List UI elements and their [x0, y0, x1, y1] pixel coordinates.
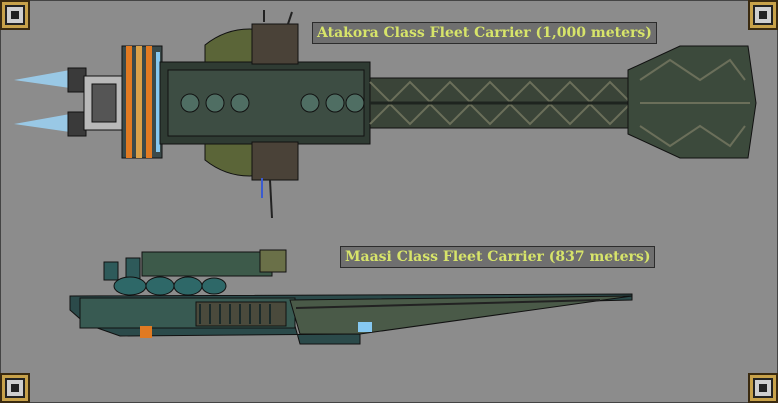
corner-ornament-icon — [748, 0, 778, 30]
corner-ornament-icon — [0, 0, 30, 30]
atakora-caption: Atakora Class Fleet Carrier (1,000 meter… — [312, 22, 657, 44]
corner-ornament-icon — [748, 373, 778, 403]
maasi-caption: Maasi Class Fleet Carrier (837 meters) — [340, 246, 656, 268]
corner-ornament-icon — [0, 373, 30, 403]
